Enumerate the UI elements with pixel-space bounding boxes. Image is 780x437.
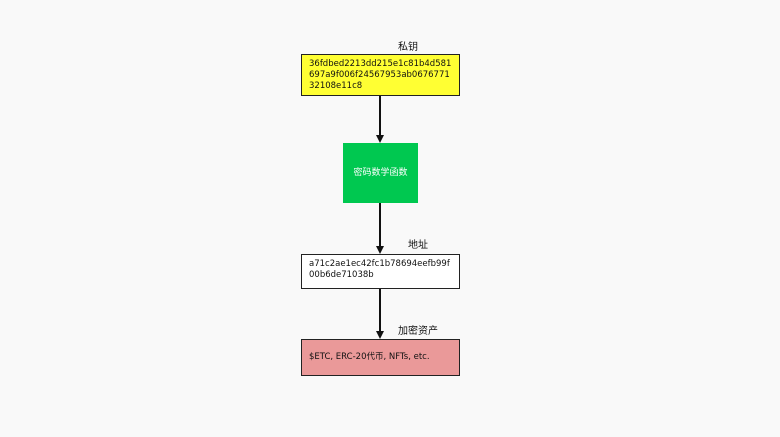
crypto-assets-box: $ETC, ERC-20代币, NFTs, etc.	[301, 339, 460, 376]
private-key-label: 私钥	[398, 42, 418, 53]
crypto-assets-text: $ETC, ERC-20代币, NFTs, etc.	[309, 352, 430, 362]
address-box: a71c2ae1ec42fc1b78694eefb99f00b6de71038b	[301, 254, 460, 289]
crypto-function-box: 密码数学函数	[343, 143, 418, 203]
crypto-assets-label: 加密资产	[398, 326, 438, 337]
crypto-function-text: 密码数学函数	[353, 167, 408, 178]
private-key-box: 36fdbed2213dd215e1c81b4d581697a9f006f245…	[301, 54, 460, 96]
address-label: 地址	[408, 240, 428, 251]
